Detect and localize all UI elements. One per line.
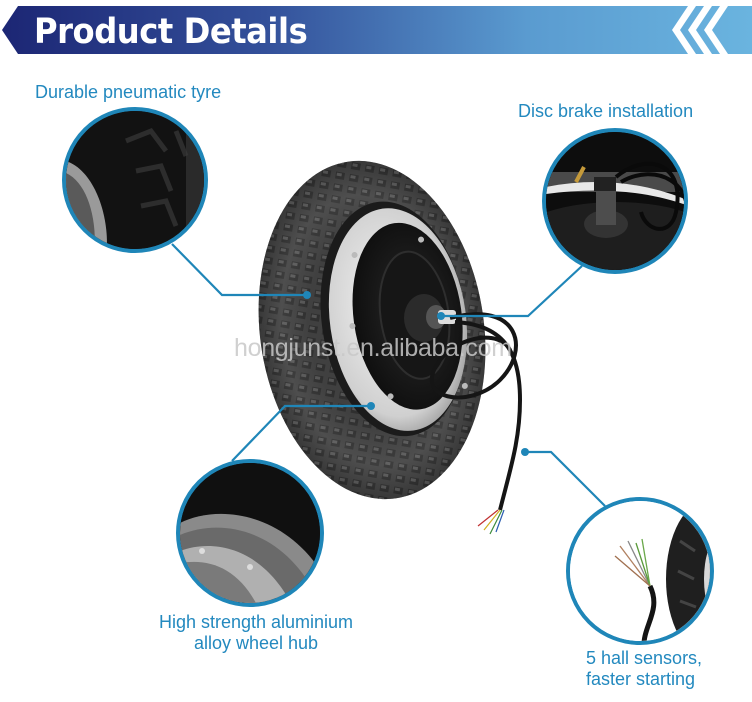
product-details-banner: Product Details bbox=[0, 6, 752, 54]
disc-brake-closeup-image bbox=[542, 128, 688, 274]
motor-cable bbox=[430, 312, 523, 511]
axle bbox=[404, 294, 456, 342]
callout-label-tyre: Durable pneumatic tyre bbox=[35, 82, 222, 102]
wheel-hub-closeup-graphic bbox=[180, 463, 320, 603]
callout-label-wheel-hub-line1: High strength aluminium bbox=[158, 612, 354, 632]
callout-line-disc-brake bbox=[441, 265, 583, 318]
tyre-closeup-image bbox=[62, 107, 208, 253]
callout-lines bbox=[171, 243, 606, 507]
callout-line-tyre bbox=[171, 243, 307, 297]
callout-label-disc-brake: Disc brake installation bbox=[518, 101, 694, 121]
watermark: hongjunst.en.alibaba.com bbox=[234, 334, 512, 362]
callout-label-wheel-hub-line2: alloy wheel hub bbox=[193, 633, 319, 653]
callout-line-wheel-hub bbox=[231, 404, 371, 462]
callout-line-hall-sensors bbox=[525, 450, 606, 507]
banner-title: Product Details bbox=[34, 12, 308, 52]
callout-label-hall-sensors: 5 hall sensors, faster starting bbox=[586, 648, 702, 690]
banner-background bbox=[2, 6, 752, 54]
callout-label-hall-sensors-line1: 5 hall sensors, bbox=[586, 648, 703, 668]
callout-dots bbox=[303, 291, 529, 456]
callout-label-hall-sensors-line2: faster starting bbox=[586, 669, 696, 689]
wheel-hub-closeup-image bbox=[176, 459, 324, 607]
hall-sensor-wires-closeup-graphic bbox=[570, 501, 710, 641]
hall-sensor-wires-closeup-image bbox=[566, 497, 714, 645]
triple-chevron-left-icon bbox=[672, 6, 728, 54]
callout-label-wheel-hub: High strength aluminium alloy wheel hub bbox=[148, 612, 364, 654]
sensor-wires bbox=[477, 509, 505, 535]
disc-brake-closeup-graphic bbox=[546, 132, 684, 270]
